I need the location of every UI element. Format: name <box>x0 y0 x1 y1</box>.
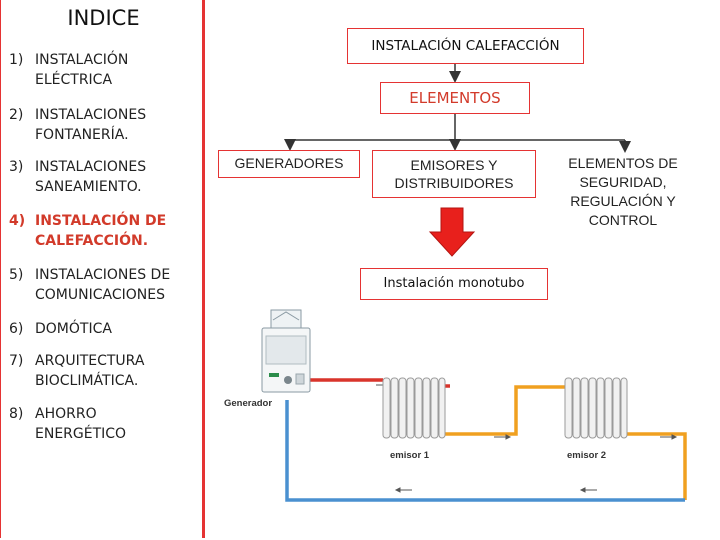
generator-label: Generador <box>224 398 273 409</box>
boiler-icon <box>261 309 311 393</box>
category-emisores-distribuidores: EMISORES Y DISTRIBUIDORES <box>372 150 536 198</box>
pipe-network <box>285 378 687 502</box>
monotubo-box: Instalación monotubo <box>360 268 548 300</box>
category-seguridad-regulacion-control: ELEMENTOS DE SEGURIDAD, REGULACIÓN Y CON… <box>568 155 678 228</box>
radiator-emitter-2-icon <box>564 377 628 439</box>
emitter-2-label: emisor 2 <box>567 450 607 461</box>
emitter-1-label: emisor 1 <box>390 450 430 461</box>
down-arrow <box>428 207 476 257</box>
category-generadores: GENERADORES <box>218 150 360 178</box>
root-box-instalacion-calefaccion: INSTALACIÓN CALEFACCIÓN <box>347 28 584 64</box>
radiator-emitter-1-icon <box>382 377 446 439</box>
elements-box: ELEMENTOS <box>380 82 530 114</box>
index-title: INDICE <box>67 6 140 30</box>
